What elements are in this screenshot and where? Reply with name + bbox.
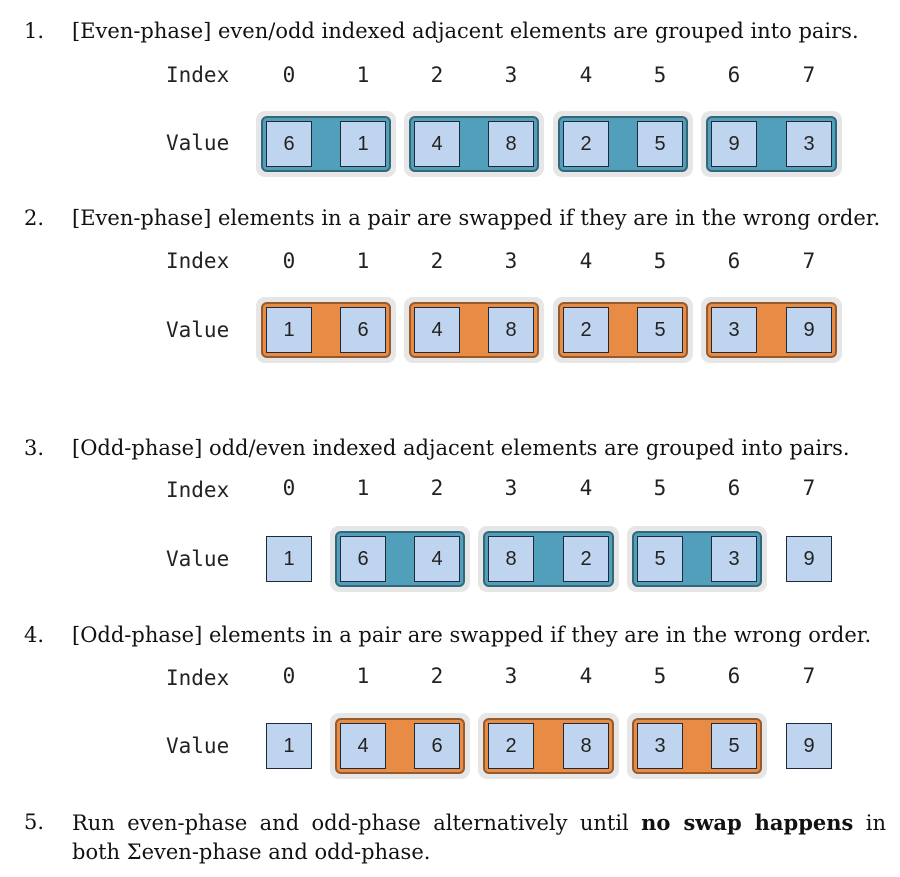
array-cell: 3 [711,536,757,582]
array-cell: 9 [711,121,757,167]
array-cell: 9 [786,307,832,353]
index-label: 2 [430,249,444,273]
array-cell: 8 [563,723,609,769]
step-number: 4. [24,623,45,647]
array-cell: 1 [266,536,312,582]
index-label: 2 [430,476,444,500]
value-row-label: Value [166,547,230,571]
index-label: 7 [802,664,816,688]
array-cell: 3 [786,121,832,167]
array-cell: 8 [488,121,534,167]
value-row-label: Value [166,318,230,342]
index-label: 3 [504,249,518,273]
index-label: 0 [282,476,296,500]
array-cell: 2 [563,307,609,353]
array-cell: 6 [266,121,312,167]
step-number: 3. [24,436,45,460]
array-cell: 1 [266,723,312,769]
index-label: 3 [504,476,518,500]
step5-text-before: Run even-phase and odd-phase alternative… [72,811,642,835]
value-row-label: Value [166,734,230,758]
step-description: [Odd-phase] elements in a pair are swapp… [72,623,872,647]
index-label: 6 [727,249,741,273]
index-row-label: Index [166,478,230,502]
step-description: Run even-phase and odd-phase alternative… [72,808,886,868]
index-label: 7 [802,249,816,273]
index-label: 1 [356,664,370,688]
array-cell: 5 [637,536,683,582]
array-cell: 4 [414,121,460,167]
index-label: 0 [282,63,296,87]
index-label: 1 [356,249,370,273]
array-cell: 2 [563,121,609,167]
value-row-label: Value [166,131,230,155]
array-cell: 4 [340,723,386,769]
index-label: 1 [356,476,370,500]
index-label: 4 [579,249,593,273]
array-cell: 4 [414,536,460,582]
index-label: 3 [504,63,518,87]
step-number: 5. [24,810,45,834]
step-number: 2. [24,206,45,230]
array-cell: 1 [340,121,386,167]
index-label: 4 [579,664,593,688]
array-cell: 6 [340,536,386,582]
array-cell: 4 [414,307,460,353]
step-description: [Even-phase] elements in a pair are swap… [72,206,881,230]
array-cell: 9 [786,723,832,769]
index-row-label: Index [166,249,230,273]
array-cell: 2 [563,536,609,582]
array-cell: 1 [266,307,312,353]
index-label: 4 [579,63,593,87]
index-label: 3 [504,664,518,688]
array-cell: 8 [488,536,534,582]
array-cell: 6 [340,307,386,353]
index-label: 6 [727,63,741,87]
array-cell: 2 [488,723,534,769]
index-label: 6 [727,664,741,688]
step5-text-after: in both Σeven-phase and odd-phase. [72,811,886,865]
step-number: 1. [24,19,45,43]
index-label: 6 [727,476,741,500]
index-label: 1 [356,63,370,87]
step5-emphasis: no swap happens [641,810,854,835]
index-label: 5 [653,664,667,688]
array-cell: 6 [414,723,460,769]
index-label: 0 [282,664,296,688]
array-cell: 5 [711,723,757,769]
index-label: 7 [802,63,816,87]
array-cell: 9 [786,536,832,582]
array-cell: 3 [711,307,757,353]
index-label: 5 [653,249,667,273]
array-cell: 5 [637,307,683,353]
index-row-label: Index [166,63,230,87]
index-label: 7 [802,476,816,500]
step-description: [Even-phase] even/odd indexed adjacent e… [72,19,859,43]
step-description: [Odd-phase] odd/even indexed adjacent el… [72,436,850,460]
array-cell: 3 [637,723,683,769]
index-label: 4 [579,476,593,500]
array-cell: 5 [637,121,683,167]
index-label: 2 [430,63,444,87]
index-label: 2 [430,664,444,688]
index-label: 0 [282,249,296,273]
index-row-label: Index [166,666,230,690]
index-label: 5 [653,476,667,500]
index-label: 5 [653,63,667,87]
array-cell: 8 [488,307,534,353]
